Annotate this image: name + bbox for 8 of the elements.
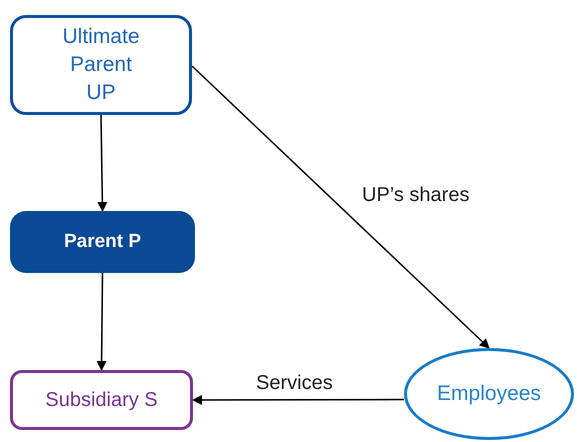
arrow	[97, 114, 108, 212]
entity-box: Subsidiary S	[10, 370, 193, 430]
entity-ellipse: Employees	[404, 348, 574, 440]
entity-box: Parent P	[10, 211, 195, 273]
arrow	[191, 65, 490, 349]
entity-box: Ultimate Parent UP	[10, 15, 192, 115]
arrow	[96, 273, 107, 371]
arrow	[192, 394, 404, 405]
